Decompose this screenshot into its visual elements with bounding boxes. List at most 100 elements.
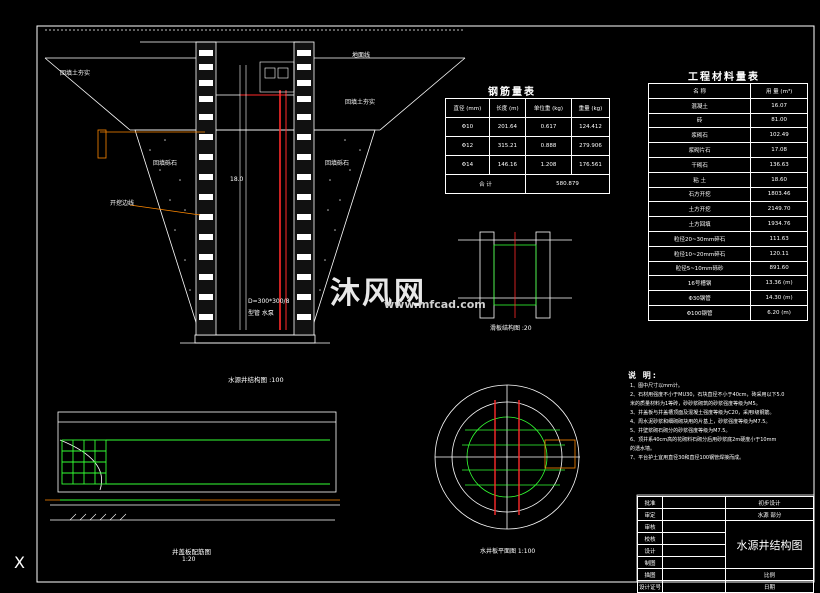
material-header-cell: 名 称 [647, 83, 752, 99]
material-name-cell: 16号槽钢 [647, 275, 752, 292]
title-block-role: 校核 [636, 532, 664, 545]
material-amount-cell: 6.20 (m) [750, 304, 808, 321]
steel-header-cell: 长度 (m) [488, 98, 527, 118]
steel-table-total: 合 计 580.879 [444, 174, 610, 194]
title-block-empty [662, 532, 727, 545]
pump-house [259, 61, 295, 93]
material-amount-cell: 81.00 [750, 112, 808, 129]
title-block-role: 设计 [636, 544, 664, 557]
material-name-cell: 石方开挖 [647, 186, 752, 203]
material-name-cell: Φ30钢管 [647, 290, 752, 306]
watermark-url: www.mfcad.com [384, 298, 486, 311]
steel-cell: 0.888 [525, 136, 572, 156]
cover-slab-section [45, 411, 340, 521]
material-amount-cell: 17.08 [750, 142, 808, 158]
notes-line: 1、图中尺寸以mm计。 [630, 383, 683, 389]
material-name-cell: 干砌石 [647, 156, 752, 173]
title-block-empty [662, 508, 727, 521]
steel-cell: 279.906 [570, 136, 611, 156]
steel-header-cell: 单位重 (kg) [525, 98, 572, 118]
material-amount-cell: 2149.70 [750, 201, 808, 218]
title-block-bottom: 比例 [725, 568, 814, 581]
label-depth: 18.0 [230, 176, 244, 183]
title-block-empty [662, 520, 727, 533]
title-block: 批准 初步设计 审定 水源 部分 审核 水源井结构图 校核 设计 制图 描图 比… [636, 496, 814, 593]
title-block-right-top: 水源 部分 [725, 508, 814, 521]
label-backfill-gravel-right: 回填砾石 [325, 160, 350, 167]
label-backfill-top-right: 回填土夯实 [345, 99, 376, 106]
material-amount-cell: 136.63 [750, 156, 808, 173]
label-backfill-top-left: 回填土夯实 [60, 70, 91, 77]
plan-view-label: 水井板平面图 1:100 [480, 548, 536, 555]
material-amount-cell: 120.11 [750, 245, 808, 262]
material-name-cell: 浆砌片石 [647, 142, 752, 158]
label-excavation-line: 开挖边线 [110, 200, 135, 207]
title-block-role: 审定 [636, 508, 664, 521]
pump-pipe [97, 65, 287, 330]
material-name-cell: 粒径5~10mm砾砂 [647, 260, 752, 277]
title-block-role: 批准 [636, 496, 664, 509]
steel-cell: 0.617 [525, 117, 572, 137]
material-name-cell: 砖 [647, 112, 752, 129]
title-block-role: 制图 [636, 556, 664, 569]
detail-section [458, 231, 572, 319]
material-header-cell: 用 量 (m³) [750, 83, 808, 99]
steel-cell: 124.412 [570, 117, 611, 137]
steel-table-row: Φ10 201.64 0.617 124.412 [445, 117, 611, 137]
title-block-role: 描图 [636, 568, 664, 581]
notes-title: 说 明: [628, 371, 658, 380]
notes-line: 米的质量材料为1等砖，砂砂浆砌筑的砂浆强度等级为M5。 [630, 401, 761, 407]
steel-total-value: 580.879 [525, 174, 610, 194]
label-pipe-spec: D=300*300/8 [248, 298, 290, 305]
material-name-cell: 粒径20~30mm碎石 [647, 230, 752, 247]
masonry-right [297, 50, 311, 320]
section-view-scale: 1:20 [182, 556, 196, 563]
slab-section-hatch [69, 513, 127, 521]
steel-total-label: 合 计 [444, 174, 527, 194]
title-block-empty [662, 544, 727, 557]
title-block-row: 描图 比例 [636, 568, 814, 581]
label-backfill-gravel-left: 回填砾石 [153, 160, 178, 167]
main-view-label: 水源井结构图 :100 [228, 376, 284, 384]
steel-cell: 176.561 [570, 155, 611, 175]
title-block-row: 审核 水源井结构图 [636, 520, 814, 569]
material-amount-cell: 16.07 [750, 97, 808, 114]
title-block-empty [662, 496, 727, 509]
material-name-cell: 粘 土 [647, 171, 752, 188]
steel-table-header: 直径 (mm) 长度 (m) 单位重 (kg) 重量 (kg) [445, 98, 611, 118]
drawing-frame [36, 25, 815, 583]
section-view-label: 井盖板配筋图 [172, 548, 211, 556]
title-block-role: 审核 [636, 520, 664, 533]
material-amount-cell: 14.30 (m) [750, 290, 808, 306]
material-name-cell: 土方回填 [647, 216, 752, 232]
material-name-cell: Φ100钢管 [647, 304, 752, 321]
gravel-fill [149, 139, 361, 291]
steel-header-cell: 直径 (mm) [445, 98, 490, 118]
material-amount-cell: 891.60 [750, 260, 808, 277]
axis-marker: X [14, 553, 25, 572]
title-block-row: 审定 水源 部分 [636, 508, 814, 521]
material-table-title: 工程材料量表 [688, 72, 760, 83]
steel-cell: 315.21 [488, 136, 527, 156]
title-block-empty [662, 568, 727, 581]
steel-cell: Φ10 [445, 117, 490, 137]
steel-table-row: Φ12 315.21 0.888 279.906 [445, 136, 611, 156]
steel-table-title: 钢筋量表 [488, 87, 536, 98]
steel-cell: 201.64 [488, 117, 527, 137]
material-amount-cell: 1934.76 [750, 216, 808, 232]
material-name-cell: 混凝土 [647, 97, 752, 114]
notes-line: 6、顶井系40cm高的花砌料石砌分后用砂浆底2m硬度小于10mm [630, 437, 777, 443]
steel-cell: 1.208 [525, 155, 572, 175]
